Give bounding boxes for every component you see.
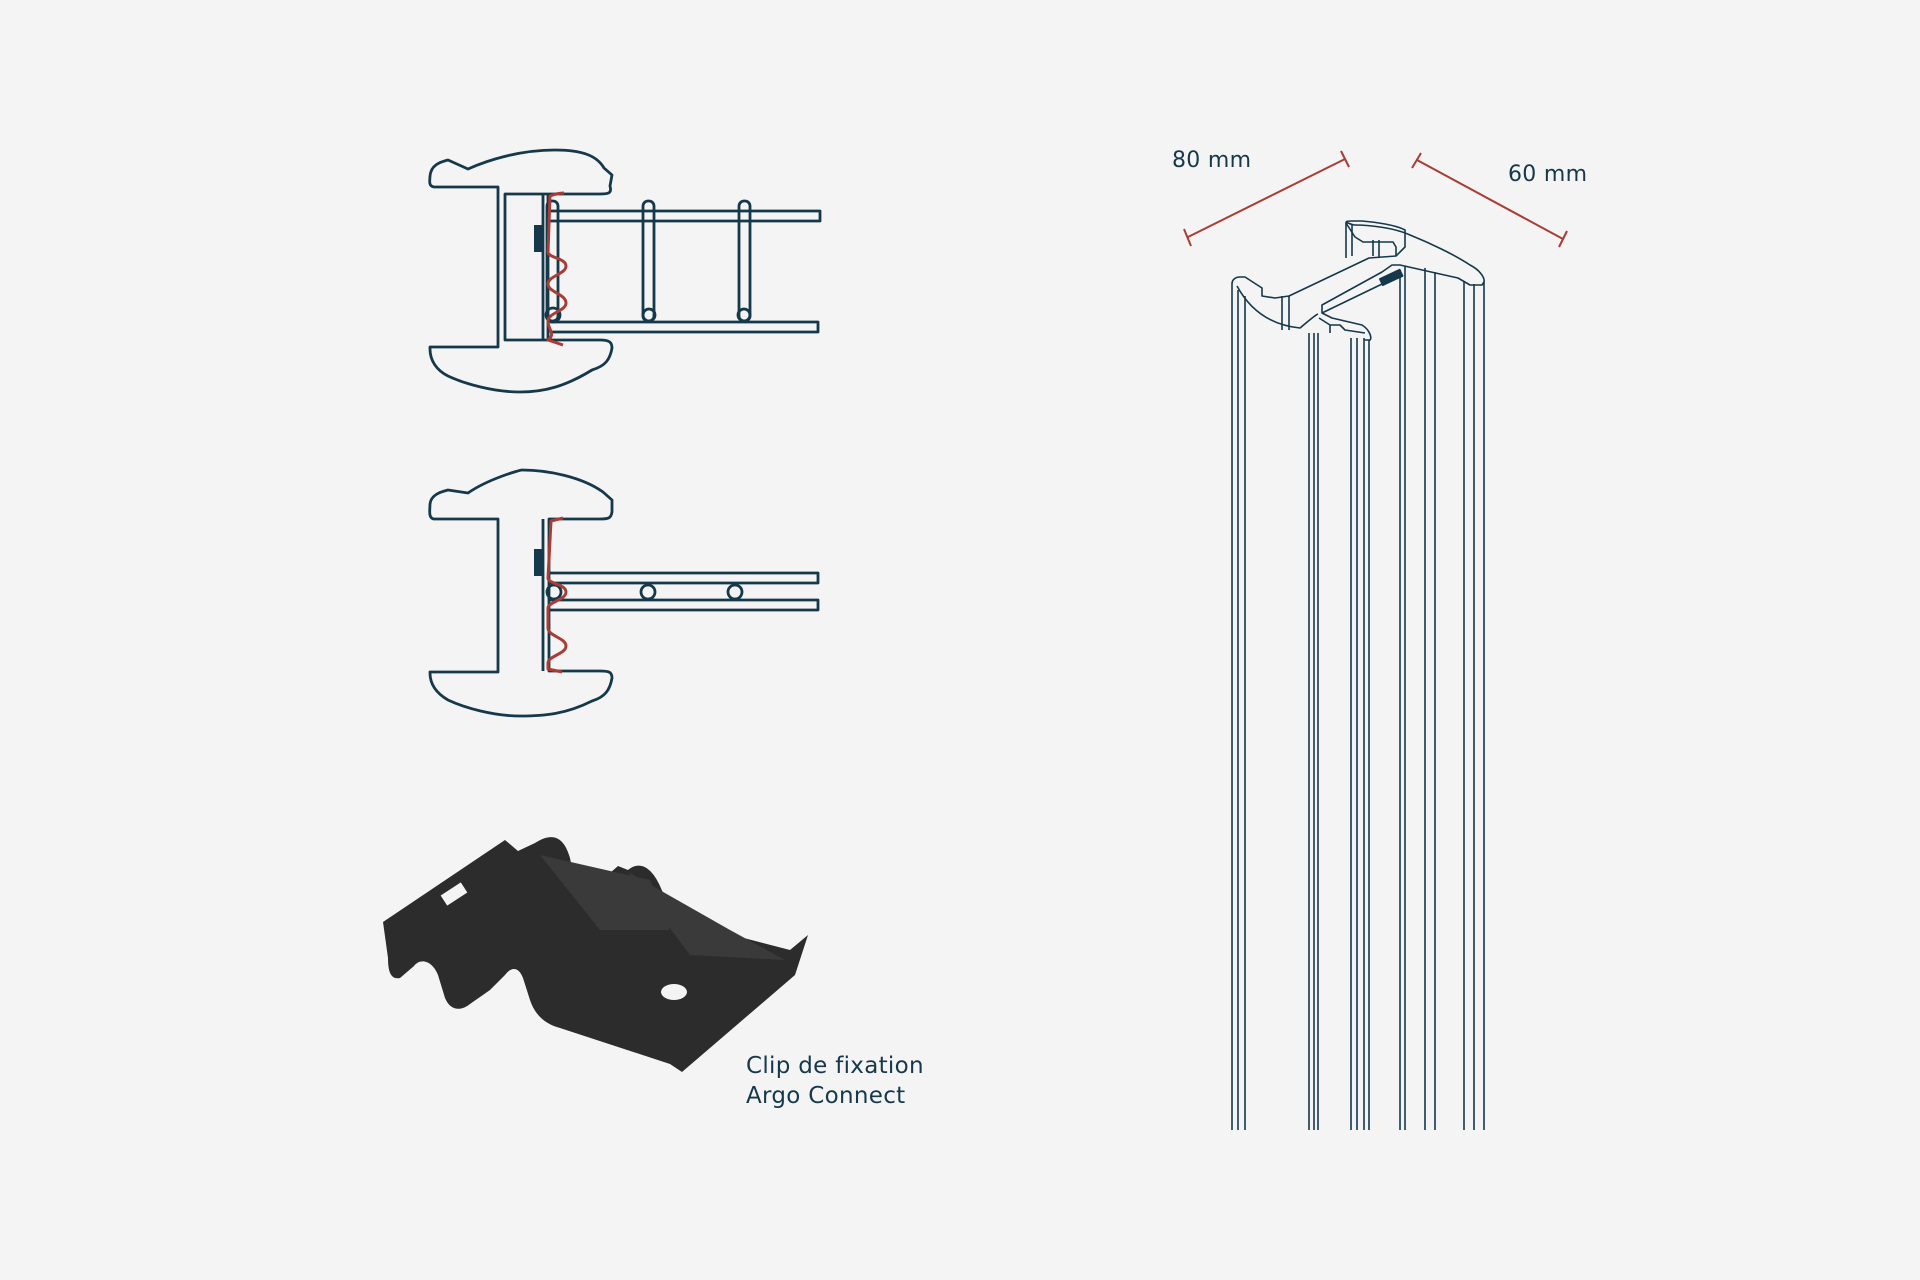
dim-line-60	[1416, 159, 1564, 240]
panel-bar-end-2	[641, 307, 657, 323]
post-3d-top-face	[1236, 285, 1319, 329]
clip-slot-hole	[440, 882, 468, 906]
post-3d-top-left	[1231, 220, 1406, 299]
section-top	[428, 148, 822, 394]
panel-rail-b	[550, 598, 820, 612]
caption-line-1: Clip de fixation	[746, 1053, 924, 1079]
dim-tick-80b	[1340, 150, 1350, 168]
clip-highlight	[540, 855, 670, 930]
clip-3d-render	[383, 837, 808, 1072]
panel-bar-3	[737, 199, 752, 323]
clip-highlight-2	[628, 872, 785, 960]
panel-hole-2	[639, 583, 657, 601]
clip-caption: Clip de fixation Argo Connect	[746, 1051, 924, 1111]
post-3d-slot	[1378, 268, 1404, 287]
clip-body	[383, 837, 808, 1072]
post-profile-middle	[428, 468, 614, 718]
dimension-label-60: 60 mm	[1508, 162, 1588, 187]
dim-tick-60a	[1411, 152, 1422, 169]
dim-tick-80a	[1183, 228, 1192, 247]
dimension-lines	[1183, 150, 1568, 248]
post-3d-inner-step	[1318, 317, 1366, 334]
section-middle	[428, 468, 820, 718]
panel-bar-2	[641, 199, 656, 323]
clip-round-hole	[661, 984, 687, 1000]
panel-rail-upper	[550, 209, 822, 223]
caption-line-2: Argo Connect	[746, 1083, 906, 1109]
post-slot-middle	[534, 549, 544, 576]
dim-line-80	[1187, 158, 1346, 238]
panel-hole-3	[726, 583, 744, 601]
panel-rail-lower	[550, 320, 820, 334]
post-3d-top-right	[1321, 221, 1485, 341]
post-3d	[1231, 220, 1485, 1130]
post-profile-top	[428, 148, 614, 394]
panel-bar-end-1	[544, 306, 562, 324]
panel-bar-end-3	[736, 307, 752, 323]
post-slot-top	[534, 225, 544, 252]
clip-wave-top	[546, 191, 568, 347]
panel-hole-1	[545, 583, 563, 601]
dim-tick-60b	[1558, 230, 1568, 248]
clip-wave-middle	[546, 516, 568, 674]
dimension-label-80: 80 mm	[1172, 148, 1252, 173]
panel-rail-a	[550, 571, 820, 585]
